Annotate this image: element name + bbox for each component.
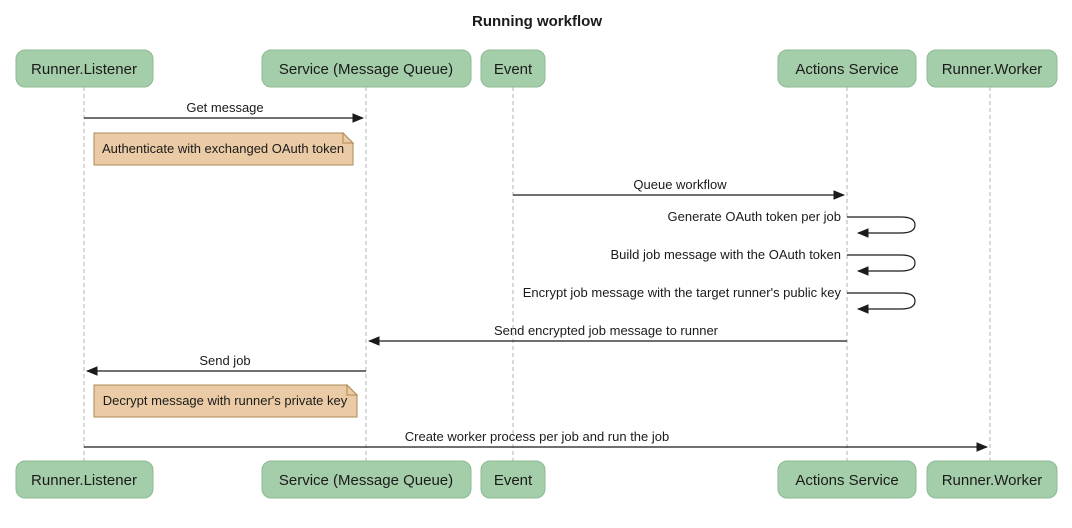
participant-bottom-runner-worker-box: [926, 460, 1058, 499]
message-label-create-worker: Create worker process per job and run th…: [405, 429, 669, 444]
participants-bottom: Runner.Listener Service (Message Queue) …: [15, 460, 1058, 499]
message-label-send-encrypted: Send encrypted job message to runner: [494, 323, 719, 338]
participant-top-event-box: [480, 49, 546, 88]
note-decrypt: Decrypt message with runner's private ke…: [93, 383, 359, 418]
note-authenticate-label: Authenticate with exchanged OAuth token: [102, 141, 344, 156]
participant-top-runner-worker-label: Runner.Worker: [942, 61, 1043, 78]
note-decrypt-label: Decrypt message with runner's private ke…: [103, 393, 348, 408]
participant-top-runner-listener-label: Runner.Listener: [31, 61, 137, 78]
self-loop-generate-token: [847, 216, 916, 238]
message-label-get-message: Get message: [186, 100, 263, 115]
note-authenticate: Authenticate with exchanged OAuth token: [93, 131, 355, 166]
participants-top: Runner.Listener Service (Message Queue) …: [15, 49, 1058, 88]
participant-top-runner-listener-box: [15, 49, 154, 88]
participant-top-event-label: Event: [494, 61, 533, 78]
participant-top-actions-service-label: Actions Service: [795, 61, 898, 78]
note-decrypt-body: [93, 384, 358, 418]
self-loop-encrypt-job-message: [847, 292, 916, 314]
participant-bottom-service-mq-box: [261, 460, 472, 499]
participant-bottom-actions-service-box: [777, 460, 917, 499]
participant-bottom-event-label: Event: [494, 472, 533, 489]
self-loop-build-job-message: [847, 254, 916, 276]
message-label-queue-workflow: Queue workflow: [633, 177, 727, 192]
participant-bottom-actions-service-label: Actions Service: [795, 472, 898, 489]
note-authenticate-body: [93, 132, 354, 166]
participant-top-service-mq-label: Service (Message Queue): [279, 61, 453, 78]
participant-bottom-service-mq-label: Service (Message Queue): [279, 472, 453, 489]
note-decrypt-fold: [346, 383, 359, 396]
message-label-encrypt-job-message: Encrypt job message with the target runn…: [523, 285, 842, 300]
note-authenticate-fold: [342, 131, 355, 144]
participant-bottom-event-box: [480, 460, 546, 499]
participant-bottom-runner-worker-label: Runner.Worker: [942, 472, 1043, 489]
participant-bottom-runner-listener-box: [15, 460, 154, 499]
participant-top-runner-worker-box: [926, 49, 1058, 88]
participant-top-service-mq-box: [261, 49, 472, 88]
diagram-title: Running workflow: [472, 13, 602, 30]
participant-bottom-runner-listener-label: Runner.Listener: [31, 472, 137, 489]
message-label-build-job-message: Build job message with the OAuth token: [610, 247, 841, 262]
message-label-generate-token: Generate OAuth token per job: [668, 209, 841, 224]
message-label-send-job: Send job: [199, 353, 250, 368]
participant-top-actions-service-box: [777, 49, 917, 88]
